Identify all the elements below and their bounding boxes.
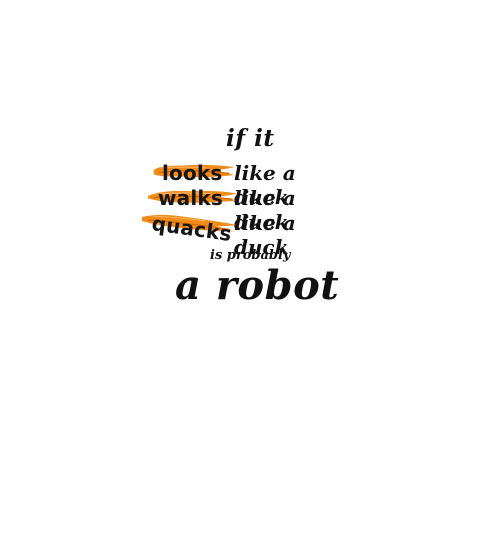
a-robot-heading: a robot [175,262,340,309]
brush-stroke-icon [148,190,238,203]
quacks-row: quacks like a duck [140,207,350,259]
looks-row: looks like a duck [140,157,350,209]
is-probably-text: is probably [210,248,291,263]
if-it-heading: if it [226,125,275,152]
phrase-like-a-duck: like a duck [234,211,296,259]
walks-row: walks like a duck [140,182,350,234]
phrase-like-a-duck: like a duck [234,161,296,209]
quacks-highlight: quacks [142,207,238,246]
brush-stroke-icon [153,164,235,178]
walks-highlight: walks [148,182,238,210]
duck-robot-artwork: if it looks like a duck walks like a duc… [140,118,350,328]
verb-walks: walks [158,186,224,210]
looks-highlight: looks [153,157,235,185]
brush-stroke-icon [142,214,238,232]
phrase-like-a-duck: like a duck [234,186,296,234]
verb-looks: looks [162,161,223,185]
